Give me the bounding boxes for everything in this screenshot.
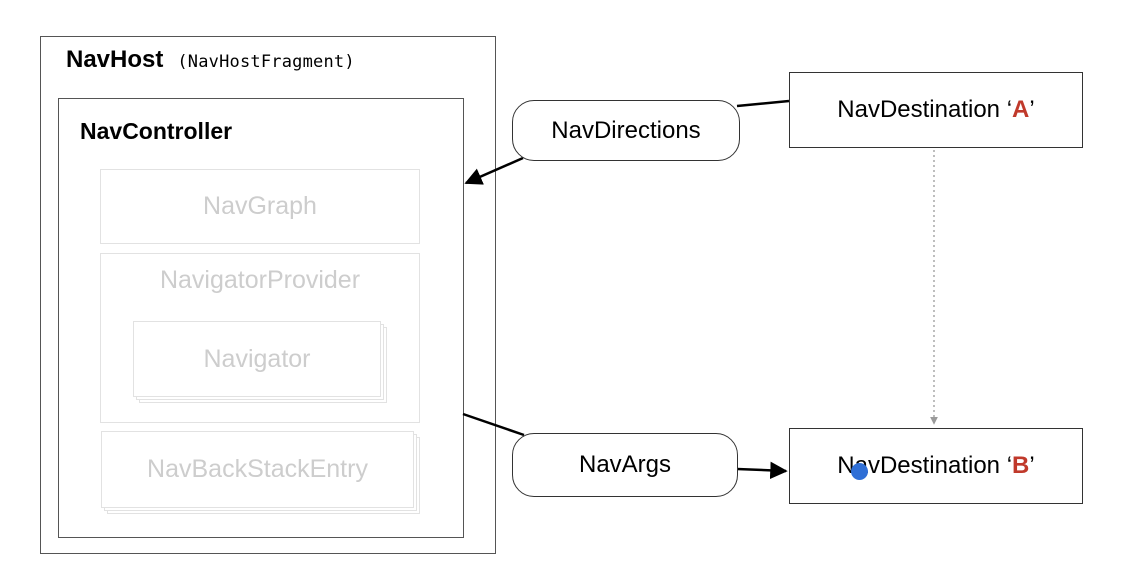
nav-controller-title: NavController: [80, 118, 233, 144]
nav-host-label: NavHost: [66, 46, 164, 73]
directions-to-controller-arrow: [464, 156, 524, 185]
nav-destination-b-open-quote: ‘: [1006, 452, 1013, 479]
nav-destination-a-open-quote: ‘: [1006, 96, 1013, 123]
cursor-dot-icon: [851, 463, 868, 480]
back-stack-entry-box: NavBackStackEntry: [101, 431, 414, 508]
nav-graph-box: NavGraph: [100, 169, 420, 244]
nav-destination-b-letter: B: [1012, 452, 1030, 479]
nav-destination-b-box: NavDestination ‘B’: [789, 428, 1083, 504]
nav-directions-pill: NavDirections: [512, 100, 740, 161]
navigator-provider-label: NavigatorProvider: [159, 266, 361, 294]
dest-a-to-directions-line: [736, 99, 790, 108]
nav-graph-label: NavGraph: [203, 192, 317, 220]
navigator-box: Navigator: [133, 321, 381, 397]
nav-host-subtitle: (NavHostFragment): [177, 52, 355, 72]
nav-args-label: NavArgs: [578, 451, 672, 478]
nav-destination-a-letter: A: [1012, 96, 1030, 123]
nav-host-title: NavHost (NavHostFragment): [66, 46, 355, 74]
args-to-dest-b-arrow: [736, 461, 788, 480]
nav-destination-b-close-quote: ’: [1029, 452, 1035, 479]
nav-destination-a-prefix: NavDestination: [837, 96, 1007, 123]
controller-to-args-line: [462, 412, 525, 437]
nav-args-pill: NavArgs: [512, 433, 738, 497]
nav-destination-a-close-quote: ’: [1029, 96, 1035, 123]
back-stack-entry-label: NavBackStackEntry: [147, 455, 368, 483]
nav-destination-a-box: NavDestination ‘A’: [789, 72, 1083, 148]
nav-directions-label: NavDirections: [551, 116, 701, 144]
navigator-label: Navigator: [203, 344, 311, 373]
